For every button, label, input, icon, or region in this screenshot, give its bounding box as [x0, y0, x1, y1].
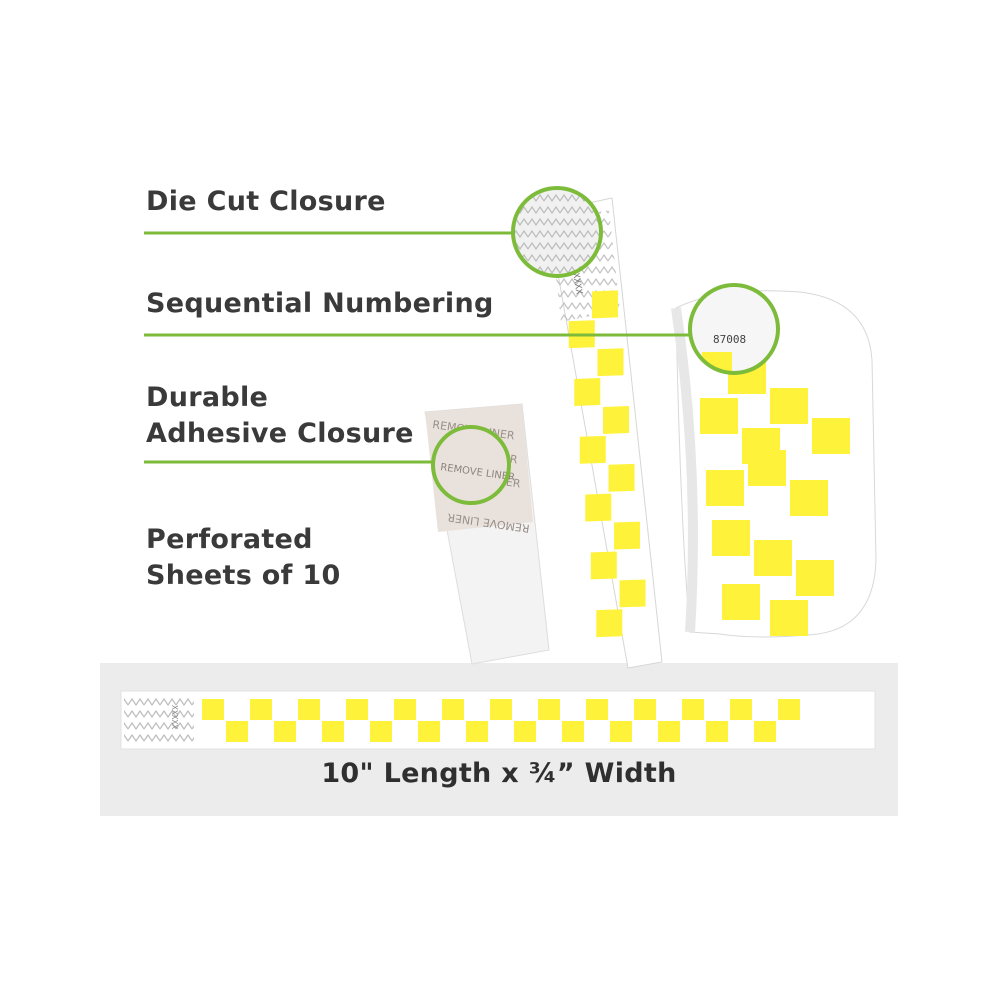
- die-cut-magnifier: [511, 186, 603, 278]
- checker-square: [466, 721, 488, 742]
- checker-square: [730, 699, 752, 720]
- checker-square: [585, 493, 612, 522]
- checker-square: [812, 418, 850, 454]
- checker-square: [538, 699, 560, 720]
- checker-square: [790, 480, 828, 516]
- checker-square: [442, 699, 464, 720]
- checker-square: [770, 388, 808, 424]
- die-cut-label: Die Cut Closure: [146, 184, 386, 220]
- checker-square: [596, 609, 623, 638]
- checker-square: [754, 721, 776, 742]
- checker-square: [370, 721, 392, 742]
- checker-square: [610, 721, 632, 742]
- checker-square: [682, 699, 704, 720]
- adhesive-label: Durable Adhesive Closure: [146, 380, 414, 452]
- adhesive-magnifier: REMOVE LINER: [431, 425, 516, 505]
- checker-square: [597, 348, 624, 377]
- looped-wristband: 87008: [671, 290, 877, 638]
- checker-square: [250, 699, 272, 720]
- checker-square: [514, 721, 536, 742]
- checker-square: [712, 520, 750, 556]
- checker-square: [754, 540, 792, 576]
- checker-square: [562, 721, 584, 742]
- adhesive-text-line2: Adhesive Closure: [146, 418, 414, 449]
- checker-square: [706, 470, 744, 506]
- adhesive-text-line1: Durable: [146, 382, 269, 413]
- checker-square: [202, 699, 224, 720]
- sequential-label: Sequential Numbering: [146, 286, 494, 322]
- flat-checker-pattern: [202, 699, 800, 742]
- checker-square: [418, 721, 440, 742]
- vertical-wristband: XXXXX: [546, 197, 663, 669]
- checker-square: [394, 699, 416, 720]
- checker-square: [748, 450, 786, 486]
- checker-square: [592, 290, 618, 319]
- checker-square: [590, 551, 617, 580]
- checker-square: [579, 435, 606, 464]
- checker-square: [722, 584, 760, 620]
- checker-square: [634, 699, 656, 720]
- flat-wristband: XXXXX: [120, 690, 876, 750]
- perforated-label: Perforated Sheets of 10: [146, 522, 341, 594]
- checker-square: [770, 600, 808, 636]
- checker-square: [706, 721, 728, 742]
- sequential-text: Sequential Numbering: [146, 288, 494, 319]
- flat-serial-placeholder: XXXXX: [170, 705, 179, 729]
- checker-square: [586, 699, 608, 720]
- magnified-serial-number: 87008: [713, 333, 746, 346]
- checker-square: [700, 398, 738, 434]
- checker-square: [346, 699, 368, 720]
- die-cut-text: Die Cut Closure: [146, 186, 386, 217]
- checker-square: [658, 721, 680, 742]
- checker-square: [298, 699, 320, 720]
- sequential-magnifier: 87008: [688, 283, 780, 375]
- checker-square: [608, 463, 635, 492]
- dimension-label: 10" Length x ¾” Width: [321, 758, 677, 789]
- checker-square: [796, 560, 834, 596]
- vertical-checker-pattern: [568, 290, 646, 638]
- checker-square: [574, 378, 601, 406]
- checker-square: [614, 521, 641, 550]
- checker-square: [603, 406, 630, 434]
- perforated-text-line1: Perforated: [146, 524, 313, 555]
- checker-square: [619, 579, 646, 608]
- checker-square: [274, 721, 296, 742]
- checker-square: [490, 699, 512, 720]
- checker-square: [778, 699, 800, 720]
- loop-checker-pattern: [700, 358, 850, 636]
- checker-square: [322, 721, 344, 742]
- checker-square: [226, 721, 248, 742]
- perforated-text-line2: Sheets of 10: [146, 560, 341, 591]
